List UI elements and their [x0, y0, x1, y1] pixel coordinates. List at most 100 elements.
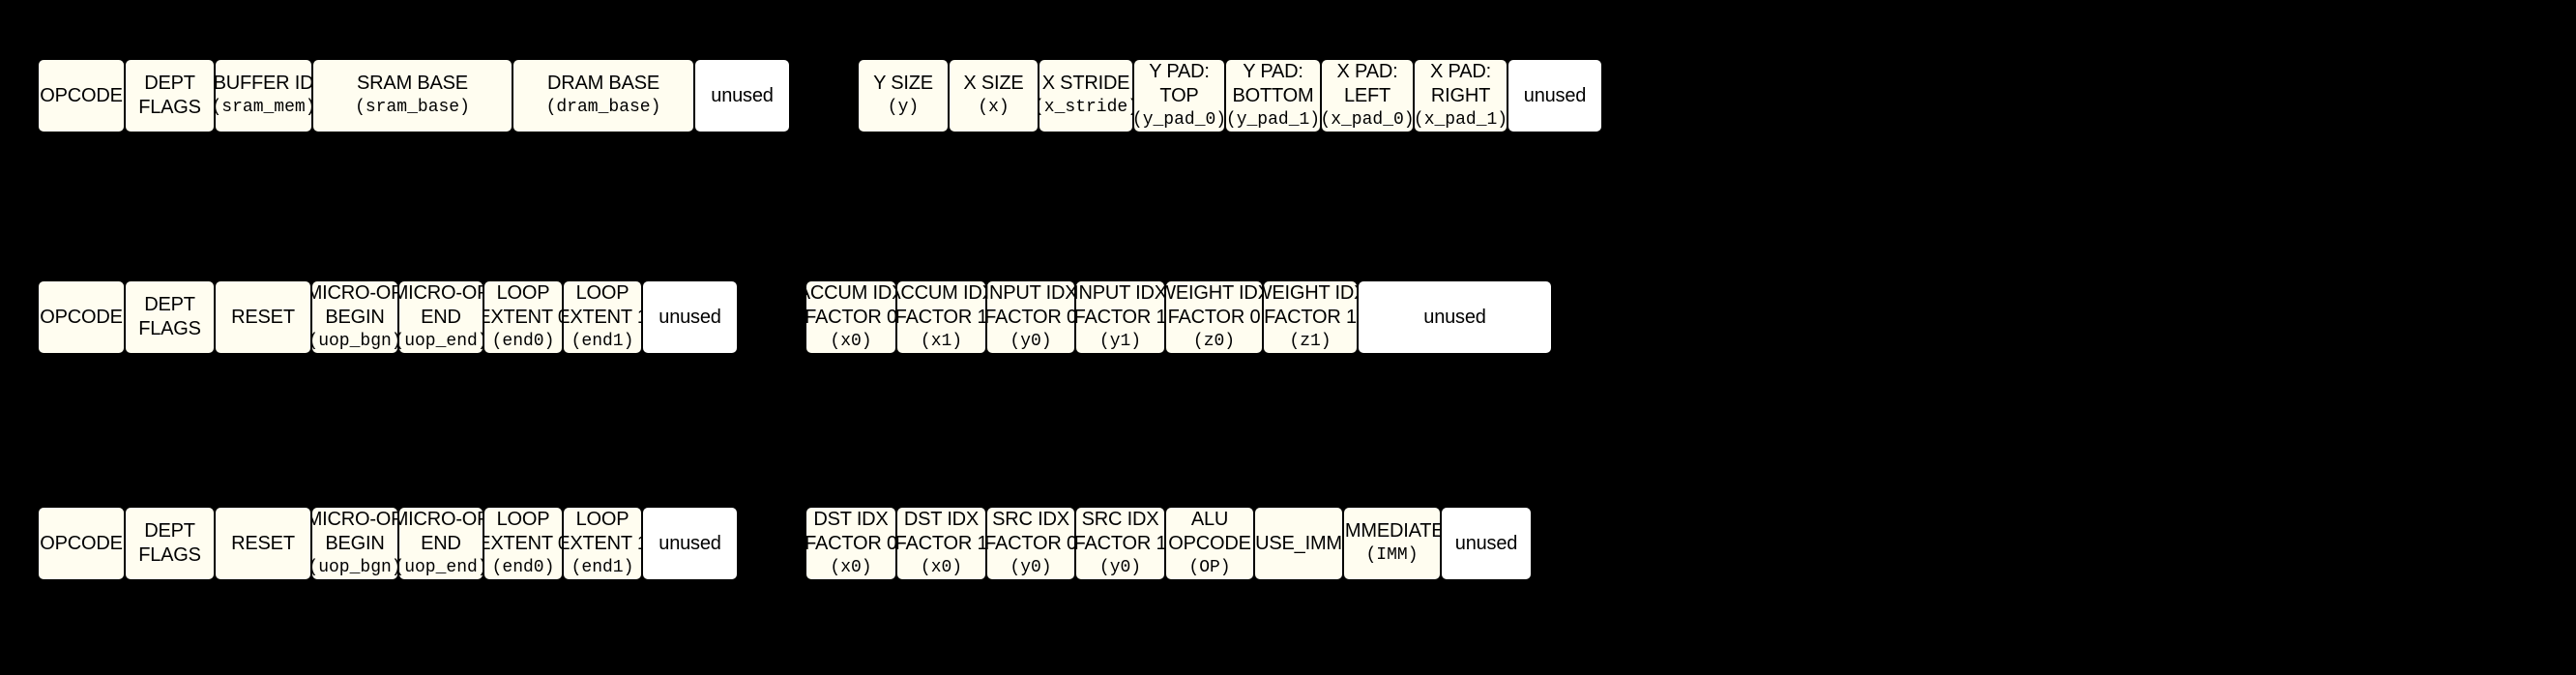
- field-line-1: Y PAD:: [1243, 60, 1303, 82]
- field-line-1: unused: [659, 306, 721, 328]
- field-line-3: (x0): [830, 331, 872, 351]
- field-line-1: LOOP: [496, 281, 550, 304]
- field-line-1: OPCODE: [40, 306, 123, 328]
- field-line-1: IMMEDIATE: [1342, 520, 1442, 542]
- field-line-3: (x0): [830, 557, 872, 577]
- field-line-1: DST IDX: [813, 508, 889, 530]
- field-micro-op-end: MICRO-OPEND(uop_end): [397, 279, 484, 355]
- field-line-3: (uop_bgn): [310, 557, 399, 577]
- field-line-1: OPCODE: [40, 84, 123, 106]
- field-line-1: unused: [1523, 84, 1587, 106]
- field-line-1: MICRO-OP: [399, 281, 483, 304]
- field-line-3: (end1): [571, 557, 634, 577]
- field-line-1: LOOP: [496, 508, 550, 530]
- field-use-imm: USE_IMM: [1253, 506, 1344, 581]
- field-line-2: END: [421, 532, 461, 554]
- field-line-3: (x_pad_1): [1413, 109, 1508, 130]
- field-opcode: OPCODE: [37, 506, 126, 581]
- field-x-stride: X STRIDE (x_stride): [1038, 58, 1134, 133]
- field-line-3: (end0): [491, 557, 555, 577]
- field-line-2: EXTENT 0: [483, 532, 562, 554]
- field-line-2: EXTENT 1: [562, 306, 641, 328]
- field-line-1: RESET: [231, 532, 295, 554]
- field-unused: unused: [693, 58, 791, 133]
- field-y-pad-top: Y PAD:TOP(y_pad_0): [1132, 58, 1226, 133]
- field-line-3: (x1): [920, 331, 963, 351]
- field-line-2: FACTOR 0: [805, 306, 897, 328]
- field-line-1: MICRO-OP: [310, 508, 399, 530]
- field-y-pad-bottom: Y PAD:BOTTOM(y_pad_1): [1224, 58, 1322, 133]
- field-unused: unused: [641, 279, 739, 355]
- field-line-1: INPUT IDX: [1074, 281, 1166, 304]
- field-line-1: DST IDX: [903, 508, 980, 530]
- field-line-1: INPUT IDX: [985, 281, 1076, 304]
- field-line-1: WEIGHT IDX: [1264, 281, 1357, 304]
- field-line-2: TOP: [1159, 84, 1199, 106]
- field-line-1: MICRO-OP: [310, 281, 399, 304]
- field-line-2: FACTOR 1: [1264, 306, 1357, 328]
- field-line-2: BOTTOM: [1232, 84, 1314, 106]
- field-line-1: SRAM BASE: [357, 73, 468, 94]
- field-unused: unused: [1440, 506, 1533, 581]
- field-line-3: (sram_base): [355, 98, 470, 117]
- field-dept-flags: DEPT FLAGS: [124, 279, 216, 355]
- field-dram-base: DRAM BASE(dram_base): [512, 58, 695, 133]
- field-line-2: LEFT: [1343, 84, 1391, 106]
- field-line-1: SRC IDX: [1081, 508, 1159, 530]
- field-line-2: EXTENT 0: [483, 306, 562, 328]
- field-immediate: IMMEDIATE(IMM): [1342, 506, 1442, 581]
- field-line-3: (y): [887, 98, 920, 117]
- field-line-2: FACTOR 0: [985, 532, 1076, 554]
- field-line-1: SRC IDX: [992, 508, 1069, 530]
- field-x-pad-left: X PAD:LEFT (x_pad_0): [1320, 58, 1415, 133]
- field-x-pad-right: X PAD:RIGHT(x_pad_1): [1413, 58, 1508, 133]
- field-line-2: BEGIN: [325, 532, 385, 554]
- field-micro-op-end: MICRO-OPEND(uop_end): [397, 506, 484, 581]
- field-line-3: (y_pad_0): [1132, 109, 1226, 130]
- field-line-1: Y SIZE: [873, 73, 933, 94]
- field-buffer-id: BUFFER ID(sram_mem): [214, 58, 313, 133]
- field-line-3: (y1): [1098, 331, 1142, 351]
- field-line-1: RESET: [231, 306, 295, 328]
- field-line-3: (y0): [1010, 557, 1052, 577]
- field-line-2: EXTENT 1: [562, 532, 641, 554]
- field-line-3: (x_stride): [1038, 98, 1134, 117]
- field-line-2: FACTOR 0: [985, 306, 1076, 328]
- field-line-2: END: [421, 306, 461, 328]
- field-line-1: X STRIDE: [1041, 73, 1130, 94]
- field-line-1: X PAD:: [1336, 60, 1398, 82]
- field-x-size: X SIZE(x): [948, 58, 1039, 133]
- field-sram-base: SRAM BASE (sram_base): [311, 58, 513, 133]
- field-line-2: FLAGS: [138, 318, 201, 339]
- field-line-1: DEPT: [144, 294, 195, 315]
- field-line-1: unused: [711, 84, 774, 106]
- field-line-2: BEGIN: [325, 306, 385, 328]
- field-reset: RESET: [214, 506, 312, 581]
- field-line-2: RIGHT: [1430, 84, 1491, 106]
- field-line-3: (x0): [920, 557, 963, 577]
- field-line-3: (z0): [1192, 331, 1236, 351]
- field-line-3: (x_pad_0): [1320, 109, 1415, 130]
- field-line-2: OPCODE: [1168, 532, 1251, 554]
